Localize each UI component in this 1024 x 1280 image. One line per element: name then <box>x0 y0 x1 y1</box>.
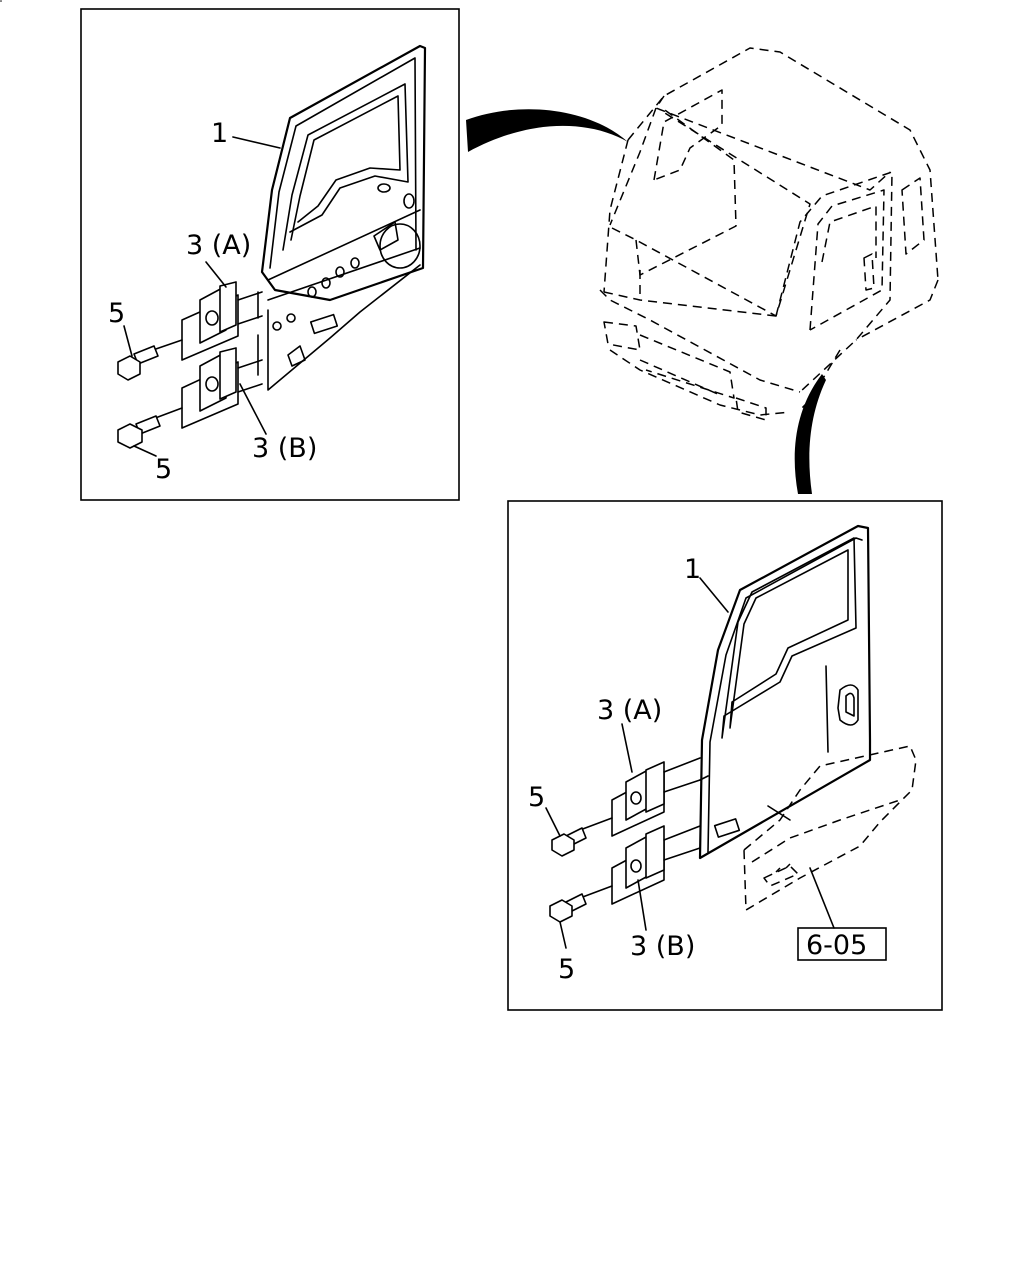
cab-overview-drawing <box>599 47 939 421</box>
right-callout-hinge-upper: 3 (A) <box>597 695 662 726</box>
right-callout-hinge-lower: 3 (B) <box>630 931 695 962</box>
right-leader-hinge-lower <box>637 879 647 931</box>
left-hinge-lower <box>149 347 263 429</box>
arrow-to-right-panel <box>794 374 826 494</box>
right-callout-door: 1 <box>684 554 701 585</box>
left-callout-bolt-lower: 5 <box>155 454 172 485</box>
right-panel-frame <box>507 500 943 1011</box>
left-bolt-upper <box>117 345 159 381</box>
right-leader-bolt-lower <box>559 921 567 949</box>
left-hinge-upper <box>149 281 263 361</box>
right-leader-hinge-upper <box>621 723 633 773</box>
right-leader-reference <box>809 867 835 929</box>
left-callout-hinge-lower: 3 (B) <box>252 433 317 464</box>
left-door-drawing <box>0 0 427 391</box>
reference-box-frame <box>797 927 887 961</box>
right-hinge-lower <box>579 825 701 905</box>
left-leader-door <box>232 136 281 149</box>
left-callout-bolt-upper: 5 <box>108 298 125 329</box>
reference-box: 6-05 <box>797 927 887 961</box>
left-bolt-lower <box>117 415 161 449</box>
right-detail-panel: 1 3 (A) 3 (B) 5 5 6-05 <box>507 500 943 1011</box>
right-hinge-upper <box>579 757 701 837</box>
left-detail-panel: 1 3 (A) 3 (B) 5 5 <box>0 0 460 501</box>
right-bolt-lower <box>549 893 587 923</box>
left-callout-door: 1 <box>211 118 228 149</box>
right-leader-door <box>699 577 729 613</box>
right-callout-bolt-upper: 5 <box>528 782 545 813</box>
right-bolt-upper <box>551 827 587 857</box>
right-callout-bolt-lower: 5 <box>558 954 575 985</box>
left-leader-bolt-upper <box>123 325 133 357</box>
right-leader-bolt-upper <box>545 807 561 837</box>
right-fender-drawing <box>743 745 917 911</box>
left-leader-hinge-lower <box>239 383 267 435</box>
reference-box-label: 6-05 <box>806 930 867 961</box>
left-leader-hinge-upper <box>205 261 227 288</box>
left-callout-hinge-upper: 3 (A) <box>186 230 251 261</box>
arrow-to-left-panel <box>466 109 628 152</box>
left-panel-frame <box>80 8 460 501</box>
right-door-drawing <box>698 524 872 860</box>
left-leader-bolt-lower <box>133 445 157 457</box>
